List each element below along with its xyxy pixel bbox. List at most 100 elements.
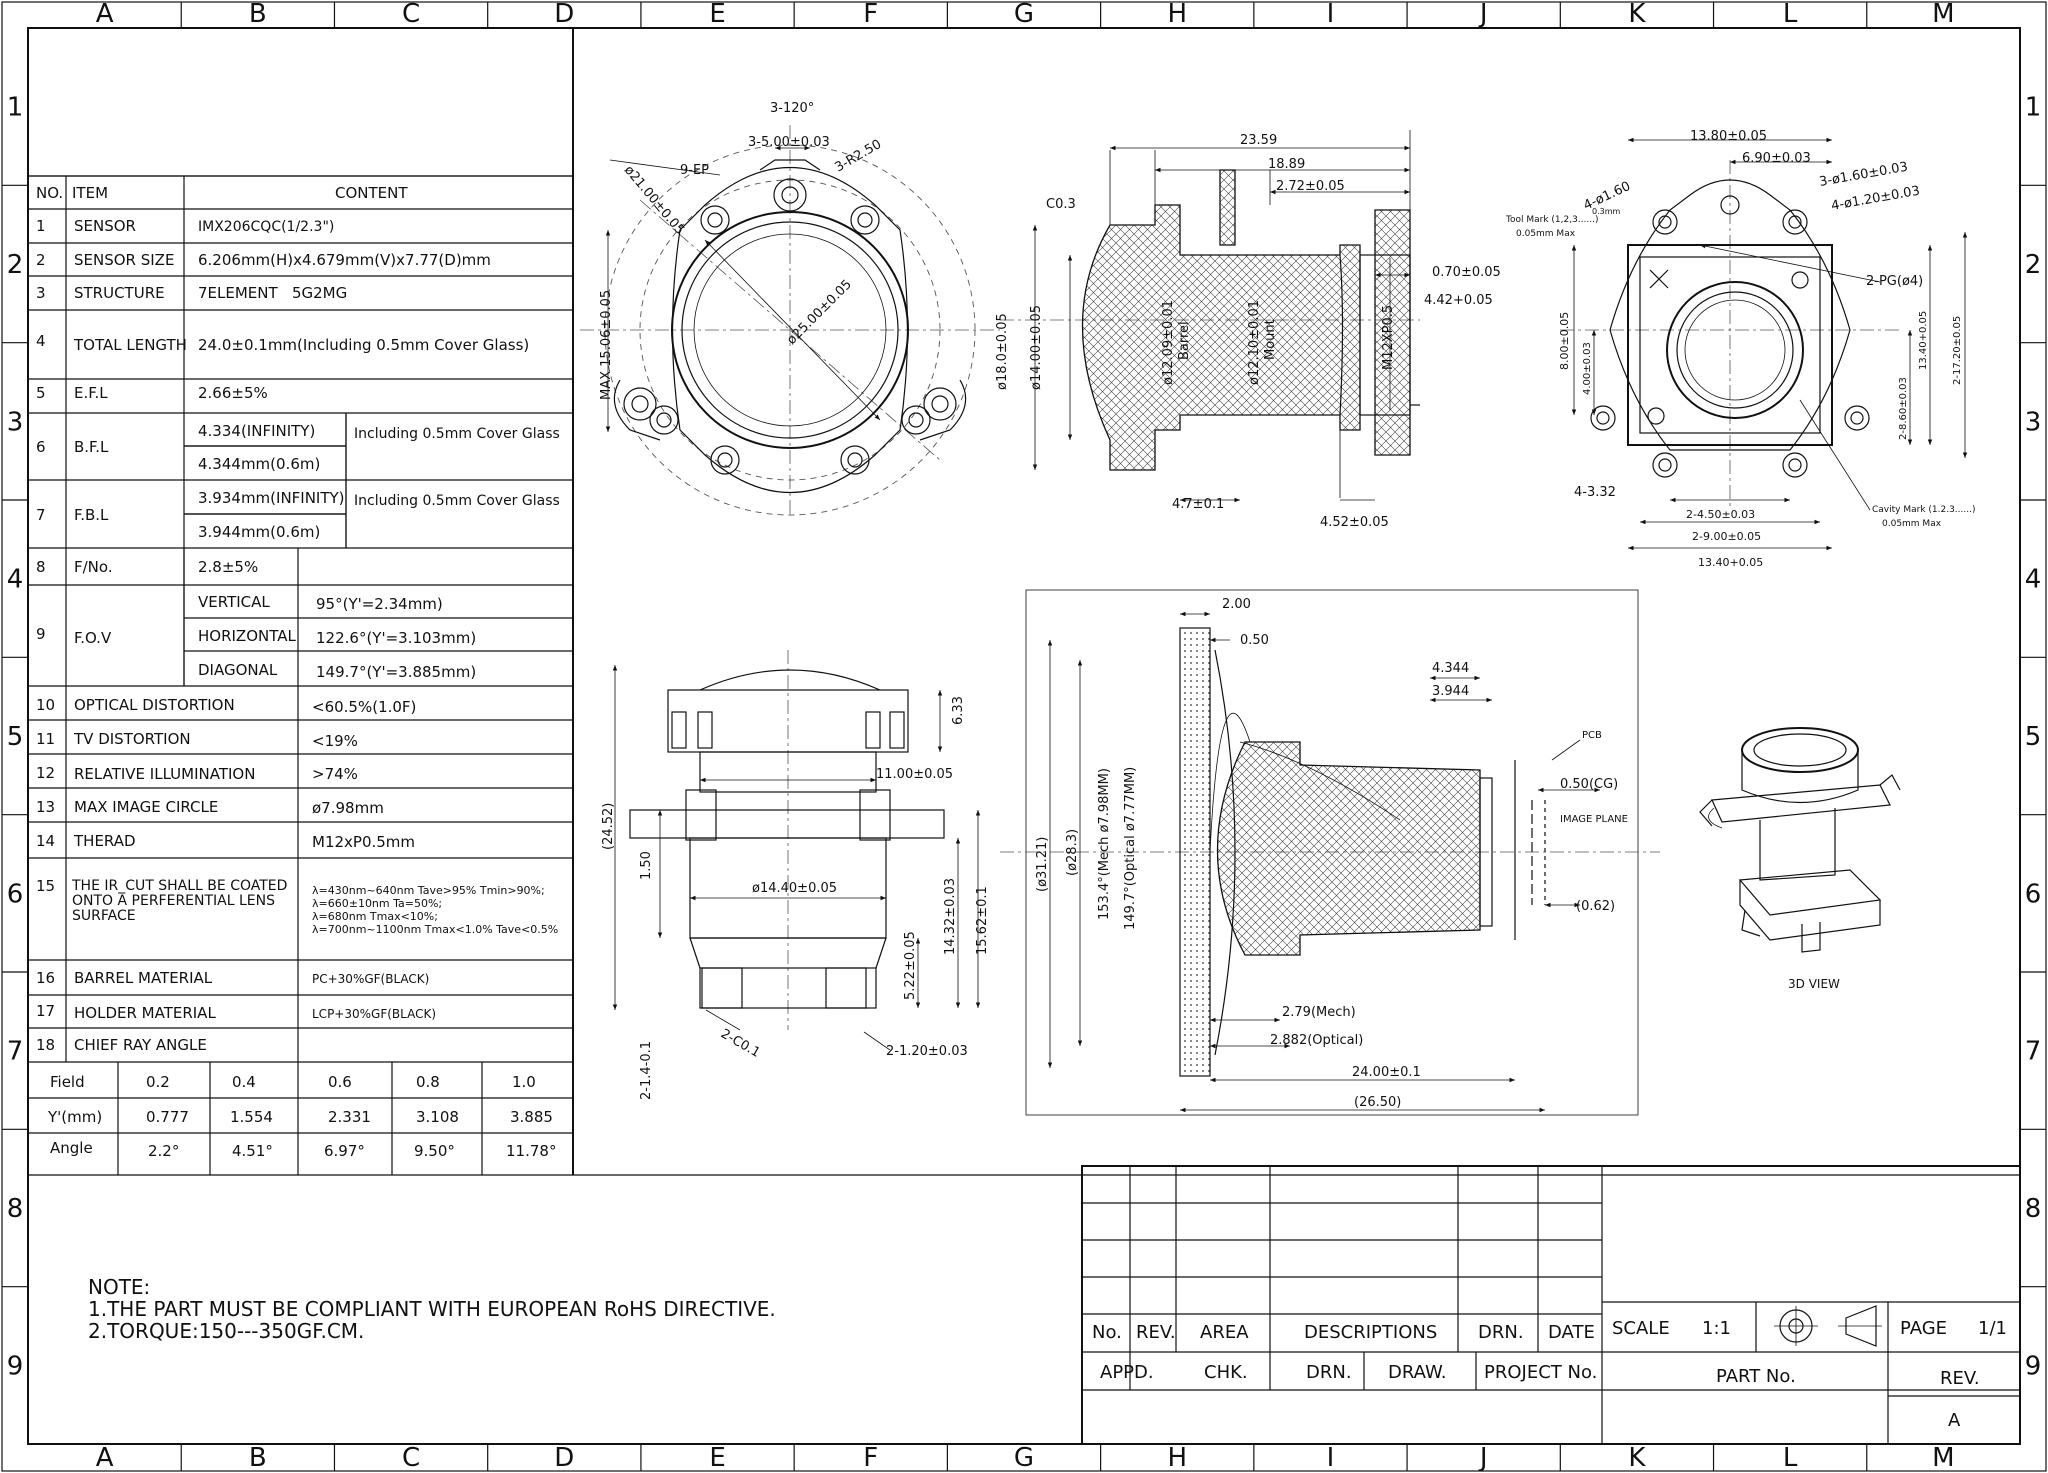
row-item: SENSOR SIZE [74, 251, 174, 269]
dim-label: ø14.00±0.05 [1029, 305, 1044, 390]
cra-angle: 6.97° [324, 1142, 365, 1160]
cra-field: 0.2 [146, 1073, 170, 1091]
dim-label: 3.944 [1432, 684, 1469, 699]
row-item: RELATIVE ILLUMINATION [74, 765, 255, 783]
dim-label: 4.344 [1432, 661, 1469, 676]
header-no: NO. [36, 184, 63, 202]
row-no: 18 [36, 1036, 55, 1054]
row-note: Including 0.5mm Cover Glass [354, 493, 560, 509]
zone-col-label: K [1628, 1443, 1646, 1473]
dim-label: (26.50) [1354, 1095, 1401, 1110]
row-content: M12xP0.5mm [312, 833, 415, 851]
row-no: 13 [36, 798, 55, 816]
cra-angle-label: Angle [50, 1139, 93, 1157]
dim-label: Tool Mark (1,2,3......) [1505, 215, 1598, 225]
row-content: λ=660±10nm Ta=50%; [312, 897, 442, 910]
zone-col-label: F [863, 1443, 878, 1473]
zone-col-label: A [96, 1443, 114, 1473]
dim-label: 2.00 [1222, 597, 1251, 612]
spec-rows: 1 SENSOR IMX206CQC(1/2.3") 2 SENSOR SIZE… [36, 217, 560, 1054]
row-content: λ=680nm Tmax<10%; [312, 910, 438, 923]
iso-view: 3D VIEW [1699, 727, 1901, 991]
dim-label: 2-4.50±0.03 [1686, 508, 1755, 521]
tb-scale-label: SCALE [1612, 1318, 1670, 1339]
zone-col-label: K [1628, 0, 1646, 29]
dim-label: Mount [1263, 319, 1278, 360]
row-content: 24.0±0.1mm(Including 0.5mm Cover Glass) [198, 336, 529, 354]
zone-row-label: 5 [7, 722, 24, 752]
row-content: 3.944mm(0.6m) [198, 523, 320, 541]
row-no: 16 [36, 969, 55, 987]
cra-yp-label: Y'(mm) [47, 1108, 102, 1126]
dim-label: (ø31.21) [1035, 837, 1050, 892]
dim-label: 3-5.00±0.03 [748, 135, 830, 150]
row-content: λ=700nm~1100nm Tmax<1.0% Tave<0.5% [312, 923, 558, 936]
dim-label: 2-PG(ø4) [1866, 274, 1923, 289]
row-content: <60.5%(1.0F) [312, 698, 416, 716]
zone-col-label: B [249, 0, 267, 29]
row-no: 12 [36, 764, 55, 782]
dim-label: 9-EP [680, 163, 709, 178]
cra-angle: 4.51° [232, 1142, 273, 1160]
notes-title: NOTE: [88, 1275, 150, 1299]
zone-row-label: 6 [2025, 879, 2042, 909]
row-no: 6 [36, 438, 46, 456]
row-item: E.F.L [74, 384, 108, 402]
dim-label: 2.72±0.05 [1276, 179, 1345, 194]
dim-label: Barrel [1177, 321, 1192, 360]
row-content: PC+30%GF(BLACK) [312, 972, 429, 986]
dim-label: ø12.09±0.01 [1161, 300, 1176, 385]
zone-row-label: 9 [2025, 1351, 2042, 1381]
fov-value: 149.7°(Y'=3.885mm) [316, 663, 476, 681]
zone-col-label: I [1327, 0, 1335, 29]
tb-rev-value: A [1948, 1410, 1961, 1431]
zone-row-label: 1 [2025, 93, 2042, 123]
dim-label: (ø28.3) [1065, 829, 1080, 876]
row-note: Including 0.5mm Cover Glass [354, 426, 560, 442]
cra-table: Field Y'(mm) Angle 0.2 0.4 0.6 0.8 1.0 0… [47, 1073, 556, 1160]
cra-field-label: Field [50, 1073, 85, 1091]
fov-label: VERTICAL [198, 593, 270, 611]
dim-label: 2.882(Optical) [1270, 1033, 1363, 1048]
projection-symbol-icon [1774, 1305, 1882, 1347]
dim-label: M12XP0.5 [1381, 305, 1396, 370]
zone-row-label: 8 [2025, 1194, 2042, 1224]
zone-col-label: J [1478, 0, 1488, 29]
row-item: F.O.V [74, 629, 112, 647]
zone-col-label: D [554, 1443, 574, 1473]
dim-label: ø12.10±0.01 [1247, 300, 1262, 385]
dim-label: 2-C0.1 [718, 1026, 762, 1060]
row-item: MAX IMAGE CIRCLE [74, 798, 218, 816]
dim-label: 2-1.20±0.03 [886, 1044, 968, 1059]
cra-yp: 2.331 [328, 1108, 371, 1126]
dim-label: ø25.00±0.05 [784, 277, 855, 348]
cra-yp: 0.777 [146, 1108, 189, 1126]
dim-label: 0.05mm Max [1516, 229, 1576, 239]
zone-row-label: 9 [7, 1351, 24, 1381]
dim-label: 14.32±0.03 [943, 878, 958, 955]
tb-page-value: 1/1 [1978, 1318, 2007, 1339]
tb-page-label: PAGE [1900, 1318, 1947, 1339]
cra-field: 1.0 [512, 1073, 536, 1091]
row-item: THERAD [73, 832, 136, 850]
cra-yp: 3.885 [510, 1108, 553, 1126]
cra-field: 0.4 [232, 1073, 256, 1091]
row-item: HOLDER MATERIAL [74, 1004, 216, 1022]
row-item: BARREL MATERIAL [74, 969, 213, 987]
row-no: 10 [36, 696, 55, 714]
tb-drn2: DRN. [1306, 1362, 1352, 1383]
dim-label: 0.50 [1240, 633, 1269, 648]
dim-label: 15.62±0.1 [975, 886, 990, 955]
dim-label: ø21.00±0.05 [621, 163, 687, 238]
header-item: ITEM [72, 184, 108, 202]
zone-row-label: 4 [7, 565, 24, 595]
dim-label: Cavity Mark (1.2.3......) [1872, 505, 1975, 515]
row-item: SENSOR [74, 217, 136, 235]
dim-label: 5.22±0.05 [903, 931, 918, 1000]
dim-label: 6.90±0.03 [1742, 151, 1811, 166]
zone-row-label: 8 [7, 1194, 24, 1224]
row-item: OPTICAL DISTORTION [74, 696, 235, 714]
